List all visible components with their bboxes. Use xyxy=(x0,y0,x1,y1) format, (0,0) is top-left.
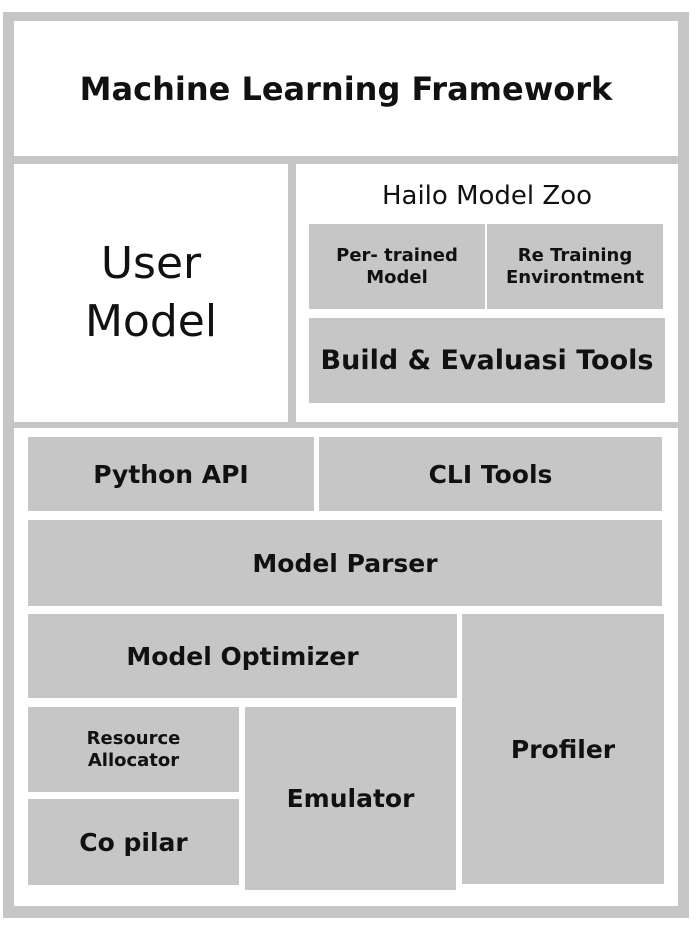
resource-allocator-line2: Allocator xyxy=(87,749,180,771)
profiler-block: Profiler xyxy=(462,614,664,884)
model-parser-block: Model Parser xyxy=(28,520,662,606)
model-zoo-title: Hailo Model Zoo xyxy=(296,178,678,214)
pretrained-model-line1: Per- trained xyxy=(336,244,458,266)
emulator-block: Emulator xyxy=(245,707,456,890)
emulator-label: Emulator xyxy=(286,784,415,813)
build-evaluation-tools-block: Build & Evaluasi Tools xyxy=(309,318,665,403)
retraining-environment-line1: Re Training xyxy=(517,244,633,266)
retraining-environment-line2: Environtment xyxy=(505,266,645,288)
profiler-label: Profiler xyxy=(510,734,616,764)
model-optimizer-label: Model Optimizer xyxy=(126,641,359,671)
python-api-label: Python API xyxy=(93,459,249,489)
model-zoo-title-label: Hailo Model Zoo xyxy=(381,181,593,211)
cli-tools-label: CLI Tools xyxy=(428,459,553,489)
pretrained-model-block: Per- trained Model xyxy=(309,224,485,309)
cli-tools-block: CLI Tools xyxy=(319,437,662,511)
resource-allocator-block: Resource Allocator xyxy=(28,707,239,792)
ml-framework-block: Machine Learning Framework xyxy=(14,21,678,156)
model-parser-label: Model Parser xyxy=(252,548,438,578)
resource-allocator-line1: Resource xyxy=(86,727,181,749)
user-model-block: User Model xyxy=(14,164,288,422)
user-model-label-line2: Model xyxy=(84,296,218,347)
python-api-block: Python API xyxy=(28,437,314,511)
compiler-block: Co pilar xyxy=(28,799,239,885)
model-optimizer-block: Model Optimizer xyxy=(28,614,457,698)
build-evaluation-tools-label: Build & Evaluasi Tools xyxy=(320,345,654,376)
pretrained-model-line2: Model xyxy=(366,266,428,288)
user-model-label-line1: User xyxy=(100,238,202,289)
retraining-environment-block: Re Training Environtment xyxy=(487,224,663,309)
ml-framework-label: Machine Learning Framework xyxy=(79,69,613,108)
compiler-label: Co pilar xyxy=(79,827,188,857)
